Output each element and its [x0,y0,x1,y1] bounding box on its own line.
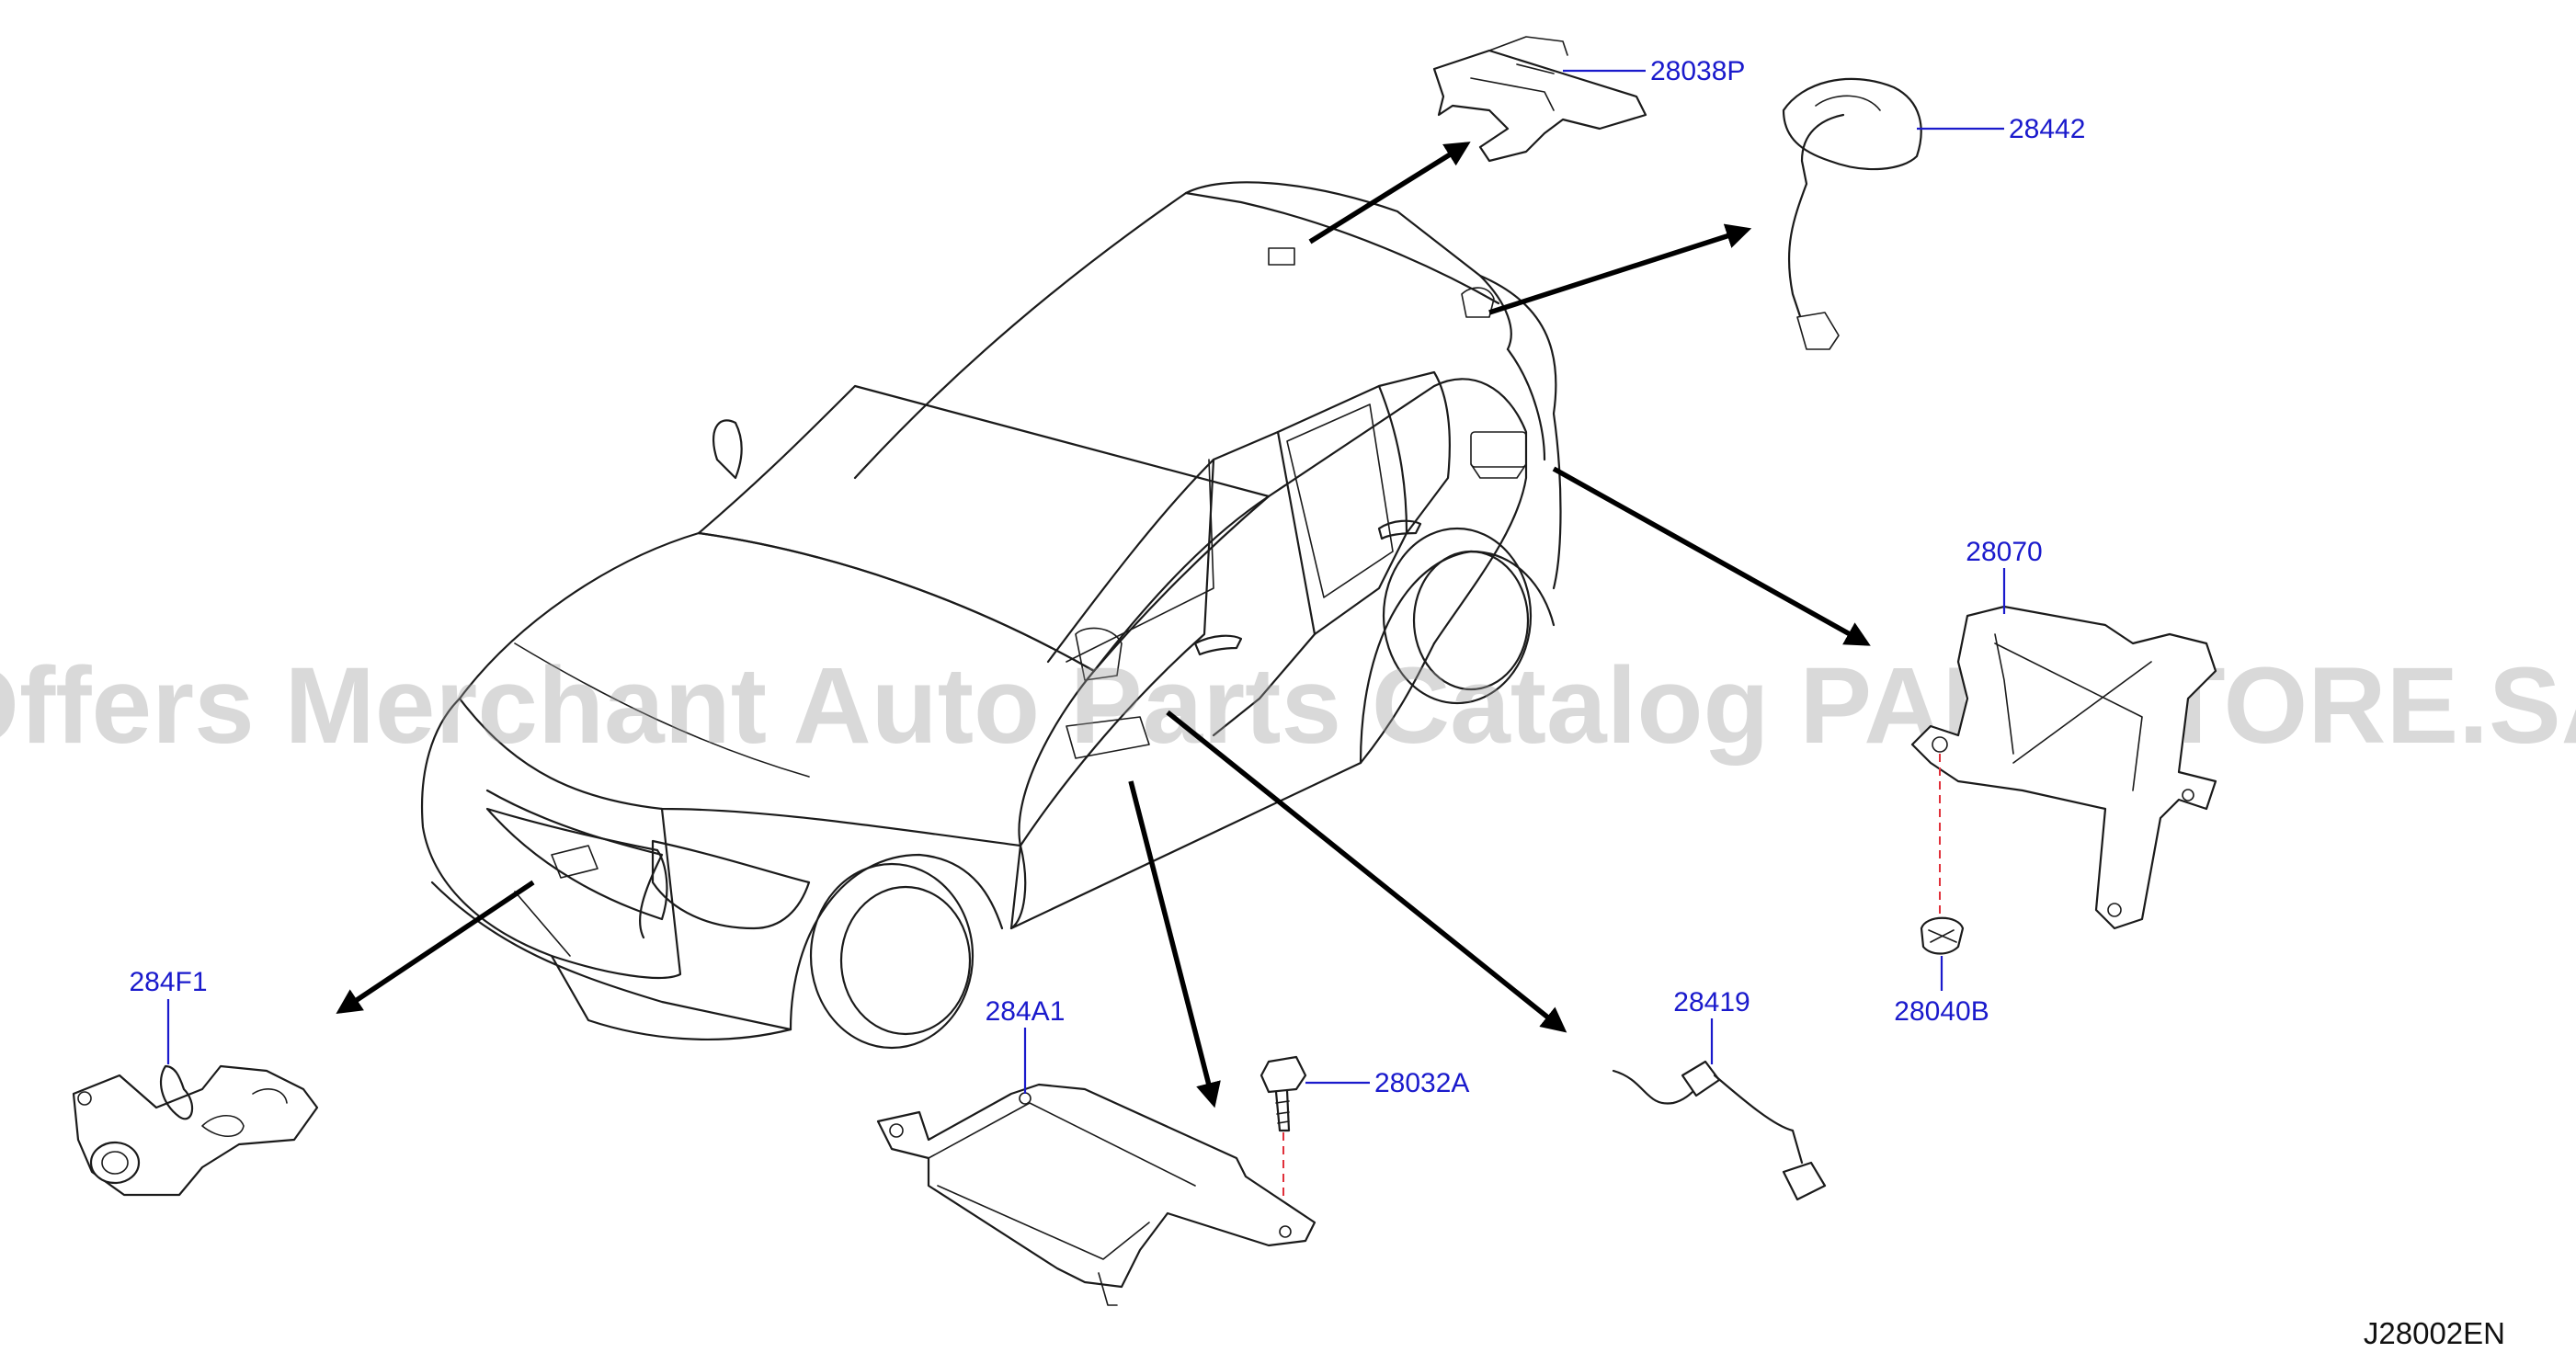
label-28070: 28070 [1966,537,2042,567]
part-28442-drawing [1782,77,1922,350]
label-28442: 28442 [2009,114,2085,144]
label-28032A: 28032A [1374,1068,1469,1098]
vehicle-outline [420,181,1562,1050]
part-28070-drawing [1910,605,2217,930]
arrow-to-28419 [1166,710,1567,1033]
label-284A1: 284A1 [986,996,1066,1027]
arrow-to-28038P [1308,142,1471,244]
arrow-to-284F1 [336,880,535,1015]
label-28040B: 28040B [1894,996,1989,1027]
part-28032A-drawing [1260,1055,1307,1132]
part-28040B-drawing [1920,916,1965,955]
label-28419: 28419 [1673,987,1750,1017]
arrow-to-28442 [1488,223,1752,315]
part-284F1-drawing [72,1064,319,1197]
part-28038P-drawing [1432,36,1647,163]
callout-arrows [336,142,1871,1108]
label-28038P: 28038P [1650,56,1745,86]
part-284A1-drawing [876,1083,1316,1306]
label-284F1: 284F1 [129,967,207,997]
diagram-code: J28002EN [2364,1316,2505,1350]
arrow-to-28032A [1128,780,1221,1108]
part-28419-drawing [1612,1060,1827,1201]
arrow-to-28070 [1552,466,1871,646]
